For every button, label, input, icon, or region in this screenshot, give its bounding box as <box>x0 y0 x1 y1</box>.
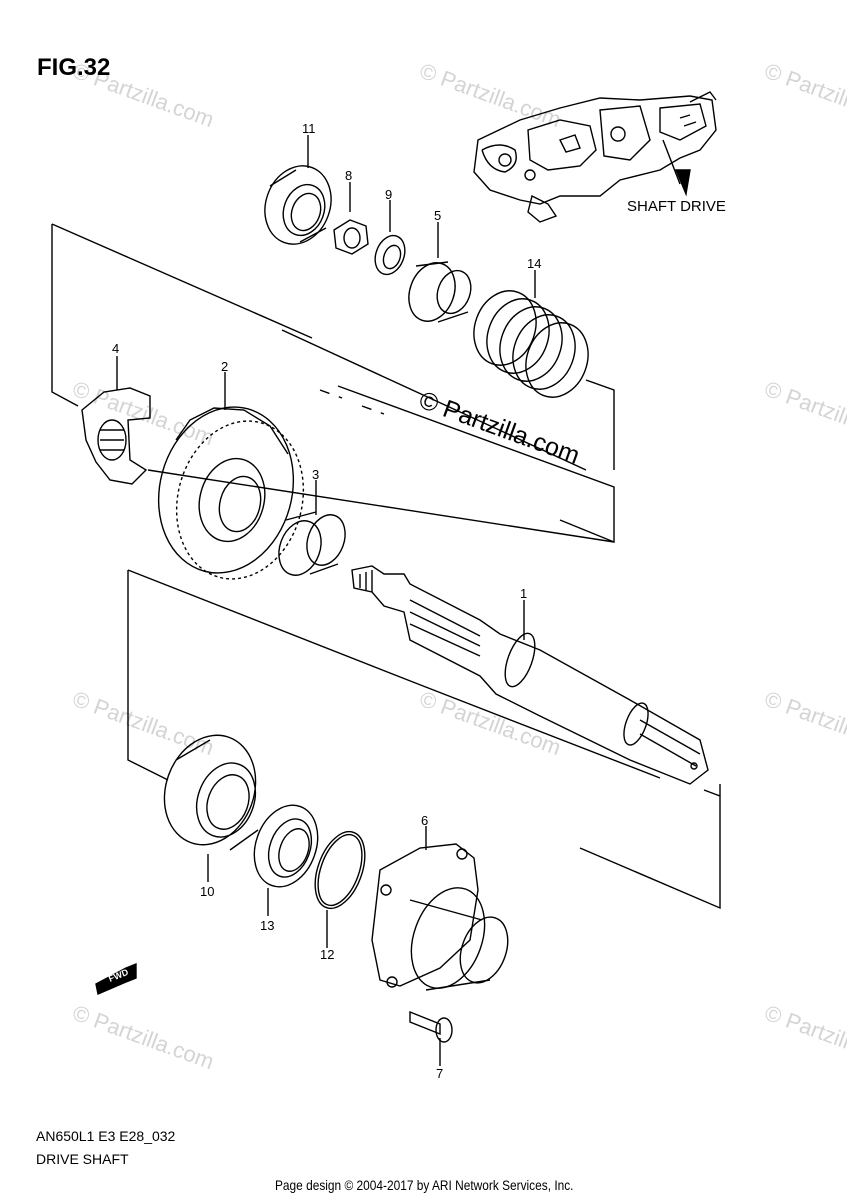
part-number-6: 6 <box>421 813 429 828</box>
part-number-4: 4 <box>112 341 120 356</box>
part-number-3: 3 <box>312 467 320 482</box>
part-number-1: 1 <box>520 586 528 601</box>
diagram-code: AN650L1 E3 E28_032 <box>36 1128 176 1144</box>
figure-title: FIG.32 <box>37 54 111 81</box>
page-credit: Page design © 2004-2017 by ARI Network S… <box>275 1177 574 1193</box>
part-number-11: 11 <box>302 121 316 136</box>
part-number-14: 14 <box>527 256 542 271</box>
part-number-9: 9 <box>385 187 393 202</box>
inset-label: SHAFT DRIVE <box>627 198 726 215</box>
diagram-name: DRIVE SHAFT <box>36 1151 129 1167</box>
part-number-7: 7 <box>436 1066 444 1081</box>
fwd-arrow-icon: FWD <box>95 962 137 995</box>
part-number-5: 5 <box>434 208 442 223</box>
part-number-13: 13 <box>260 918 275 933</box>
part-number-2: 2 <box>221 359 229 374</box>
engine-inset-sketch <box>473 91 717 223</box>
part-number-8: 8 <box>345 168 353 183</box>
part-number-10: 10 <box>200 884 215 899</box>
part-number-12: 12 <box>320 947 335 962</box>
